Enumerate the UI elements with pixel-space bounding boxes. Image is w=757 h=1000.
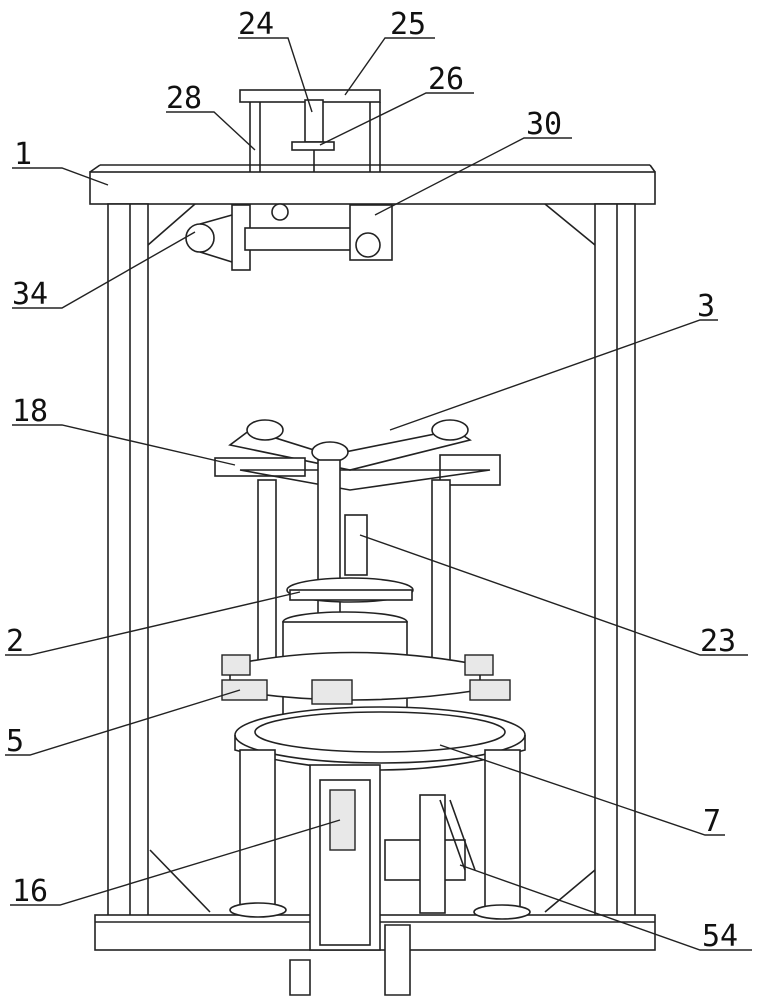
label-25: 25 bbox=[390, 7, 426, 42]
label-23: 23 bbox=[700, 624, 736, 659]
label-2: 2 bbox=[6, 624, 24, 659]
top-bracket bbox=[240, 90, 380, 172]
label-54: 54 bbox=[702, 919, 738, 954]
label-24: 24 bbox=[238, 7, 274, 42]
lower-drive bbox=[290, 765, 475, 995]
middle-ring bbox=[222, 653, 510, 705]
label-30: 30 bbox=[526, 107, 562, 142]
label-26: 26 bbox=[428, 62, 464, 97]
label-34: 34 bbox=[12, 277, 48, 312]
carriage bbox=[186, 204, 392, 270]
label-5: 5 bbox=[6, 724, 24, 759]
label-28: 28 bbox=[166, 81, 202, 116]
label-16: 16 bbox=[12, 874, 48, 909]
label-18: 18 bbox=[12, 394, 48, 429]
label-3: 3 bbox=[697, 289, 715, 324]
label-7: 7 bbox=[703, 804, 721, 839]
label-1: 1 bbox=[14, 137, 32, 172]
